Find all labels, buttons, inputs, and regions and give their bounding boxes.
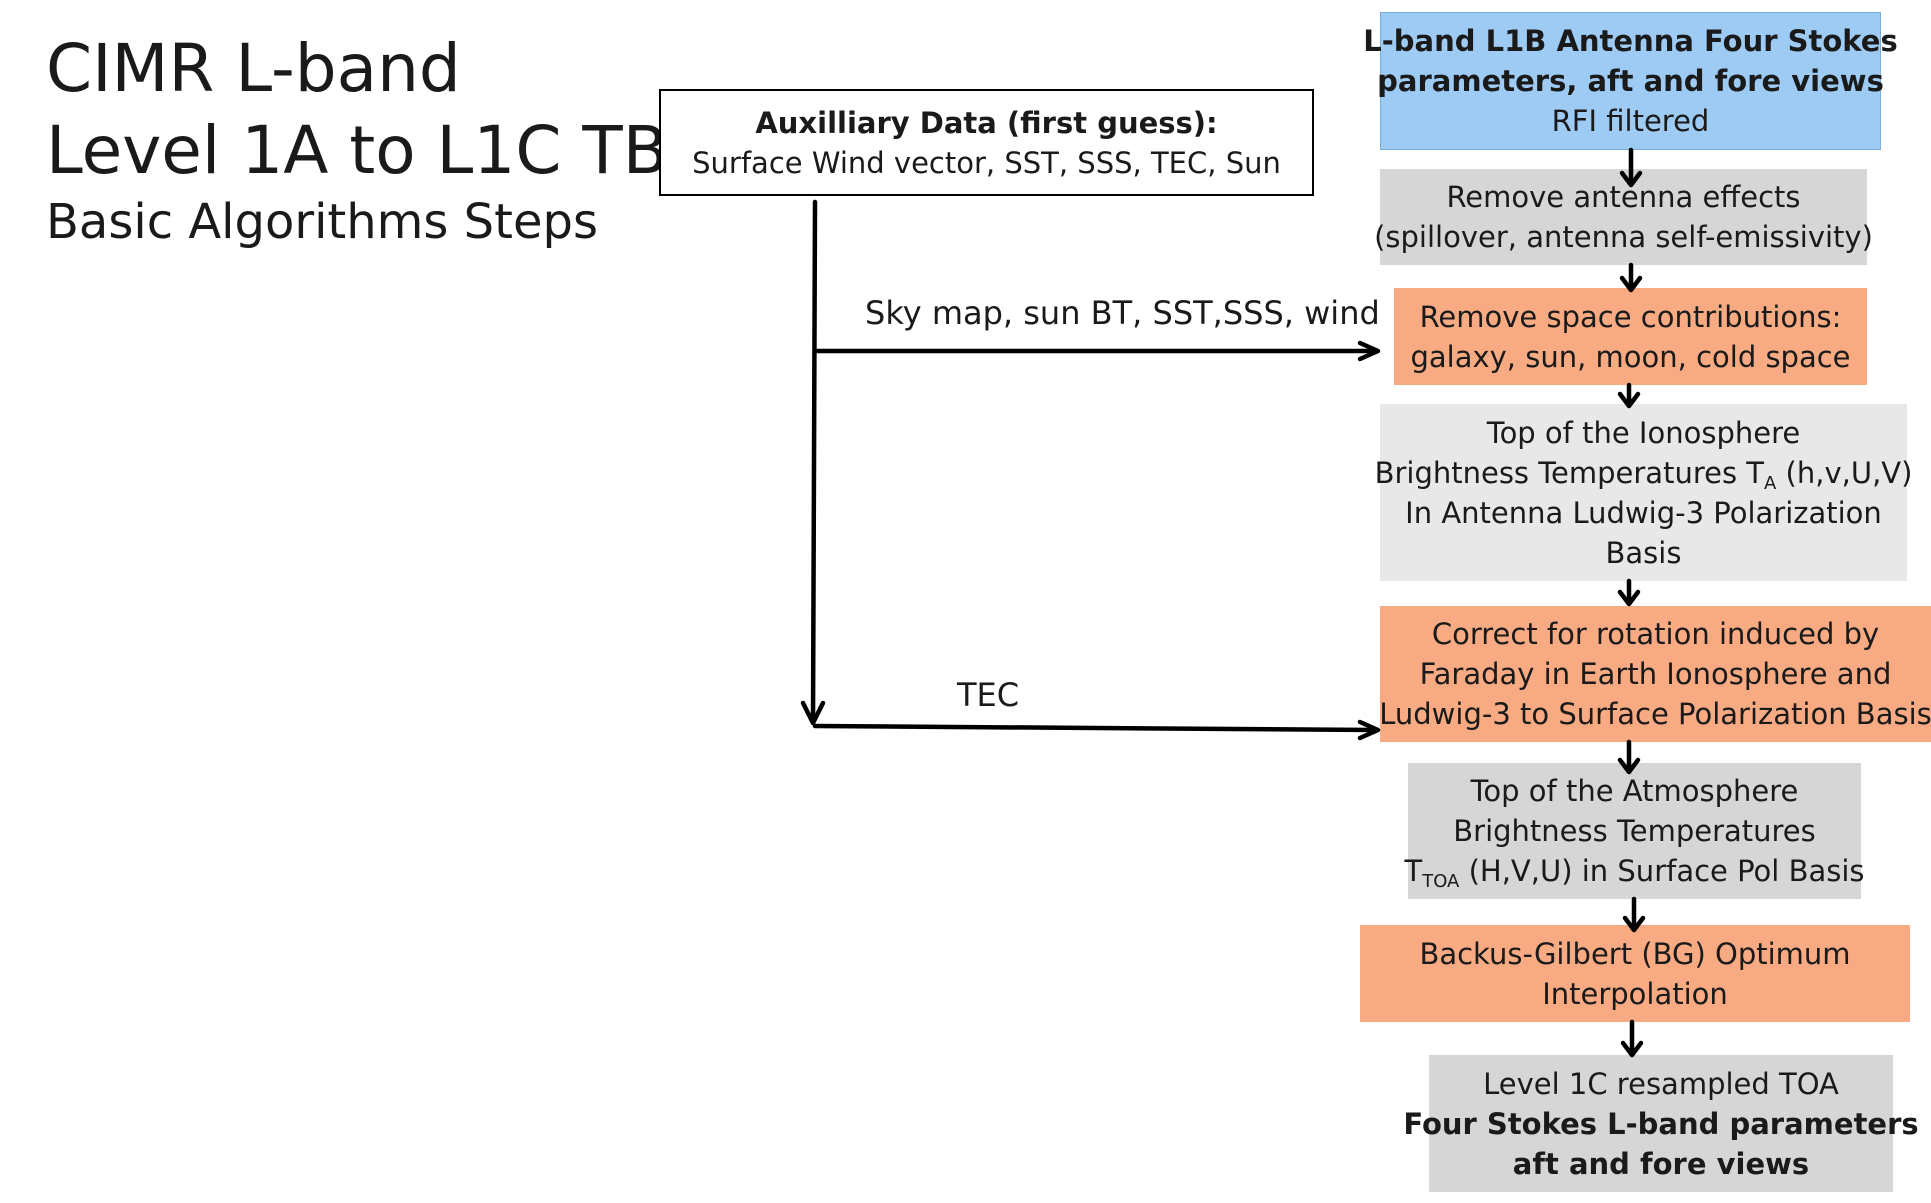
aux-data-box: Auxilliary Data (first guess): Surface W… xyxy=(659,89,1314,196)
title-line-1: CIMR L-band xyxy=(46,30,461,107)
faraday-line-3: Ludwig-3 to Surface Polarization Basis xyxy=(1379,697,1931,731)
step-arrow-1 xyxy=(1619,147,1643,188)
faraday-line-2: Faraday in Earth Ionosphere and xyxy=(1419,657,1892,691)
antenna-line-1: Remove antenna effects xyxy=(1446,180,1801,214)
tec-arrow-line xyxy=(812,723,1378,733)
bg-line-2: Interpolation xyxy=(1542,976,1728,1011)
l1c-line-3: aft and fore views xyxy=(1512,1146,1810,1181)
l1c-line-1: Level 1C resampled TOA xyxy=(1483,1066,1839,1101)
tec-arrowhead xyxy=(1357,719,1381,741)
step-arrow-6 xyxy=(1622,896,1646,933)
toi-line-1: Top of the Ionosphere xyxy=(1486,415,1801,450)
aux-body: Surface Wind vector, SST, SSS, TEC, Sun xyxy=(692,145,1281,180)
top-of-atmosphere-box: Top of the Atmosphere Brightness Tempera… xyxy=(1404,763,1865,899)
toi-line-2-sub: A xyxy=(1764,472,1777,494)
step-arrow-2 xyxy=(1619,262,1643,293)
toa-line-3: TTOA (H,V,U) in Surface Pol Basis xyxy=(1404,851,1864,891)
tec-label: TEC xyxy=(957,676,1020,714)
space-line-2: galaxy, sun, moon, cold space xyxy=(1410,339,1851,374)
toa-line-3-post: (H,V,U) in Surface Pol Basis xyxy=(1459,854,1865,888)
toi-line-3: In Antenna Ludwig-3 Polarization xyxy=(1405,495,1882,530)
l1b-line-1: L-band L1B Antenna Four Stokes xyxy=(1363,24,1898,58)
toi-line-4: Basis xyxy=(1605,535,1682,570)
toa-line-2: Brightness Temperatures xyxy=(1453,814,1816,848)
space-line-1: Remove space contributions: xyxy=(1419,299,1842,334)
l1c-line-2: Four Stokes L-band parameters xyxy=(1403,1106,1919,1141)
title-line-3: Basic Algorithms Steps xyxy=(46,194,598,250)
step-arrow-5 xyxy=(1617,739,1641,775)
toa-line-1: Top of the Atmosphere xyxy=(1470,774,1799,808)
toi-line-2: Brightness Temperatures TA (h,v,U,V) xyxy=(1375,453,1913,493)
toi-line-2-post: (h,v,U,V) xyxy=(1776,455,1913,490)
backus-gilbert-box: Backus-Gilbert (BG) Optimum Interpolatio… xyxy=(1360,925,1910,1022)
l1b-line-3: RFI filtered xyxy=(1551,104,1710,138)
level-1c-output-box: Level 1C resampled TOA Four Stokes L-ban… xyxy=(1403,1055,1919,1192)
title-line-2: Level 1A to L1C TBs xyxy=(46,112,703,189)
step-arrow-3 xyxy=(1617,382,1641,409)
toa-line-3-sub: TOA xyxy=(1422,871,1460,892)
top-of-ionosphere-box: Top of the Ionosphere Brightness Tempera… xyxy=(1375,404,1912,581)
step-arrow-7 xyxy=(1620,1019,1644,1058)
sky-map-arrowhead xyxy=(1357,340,1381,362)
l1b-line-2: parameters, aft and fore views xyxy=(1377,64,1884,98)
aux-heading: Auxilliary Data (first guess): xyxy=(755,105,1218,140)
antenna-line-2: (spillover, antenna self-emissivity) xyxy=(1374,220,1873,254)
aux-vertical-line xyxy=(810,199,818,725)
faraday-line-1: Correct for rotation induced by xyxy=(1431,617,1880,651)
l1b-input-box: L-band L1B Antenna Four Stokes parameter… xyxy=(1363,12,1898,150)
remove-space-contributions-box: Remove space contributions: galaxy, sun,… xyxy=(1394,288,1867,385)
bg-line-1: Backus-Gilbert (BG) Optimum xyxy=(1419,936,1851,971)
aux-vertical-arrowhead xyxy=(800,700,826,726)
remove-antenna-effects-box: Remove antenna effects (spillover, anten… xyxy=(1374,169,1873,265)
faraday-correction-box: Correct for rotation induced by Faraday … xyxy=(1379,606,1931,742)
sky-map-label: Sky map, sun BT, SST,SSS, wind xyxy=(865,294,1380,332)
toa-line-3-pre: T xyxy=(1404,854,1423,888)
step-arrow-4 xyxy=(1617,578,1641,607)
toi-line-2-pre: Brightness Temperatures T xyxy=(1374,455,1764,490)
